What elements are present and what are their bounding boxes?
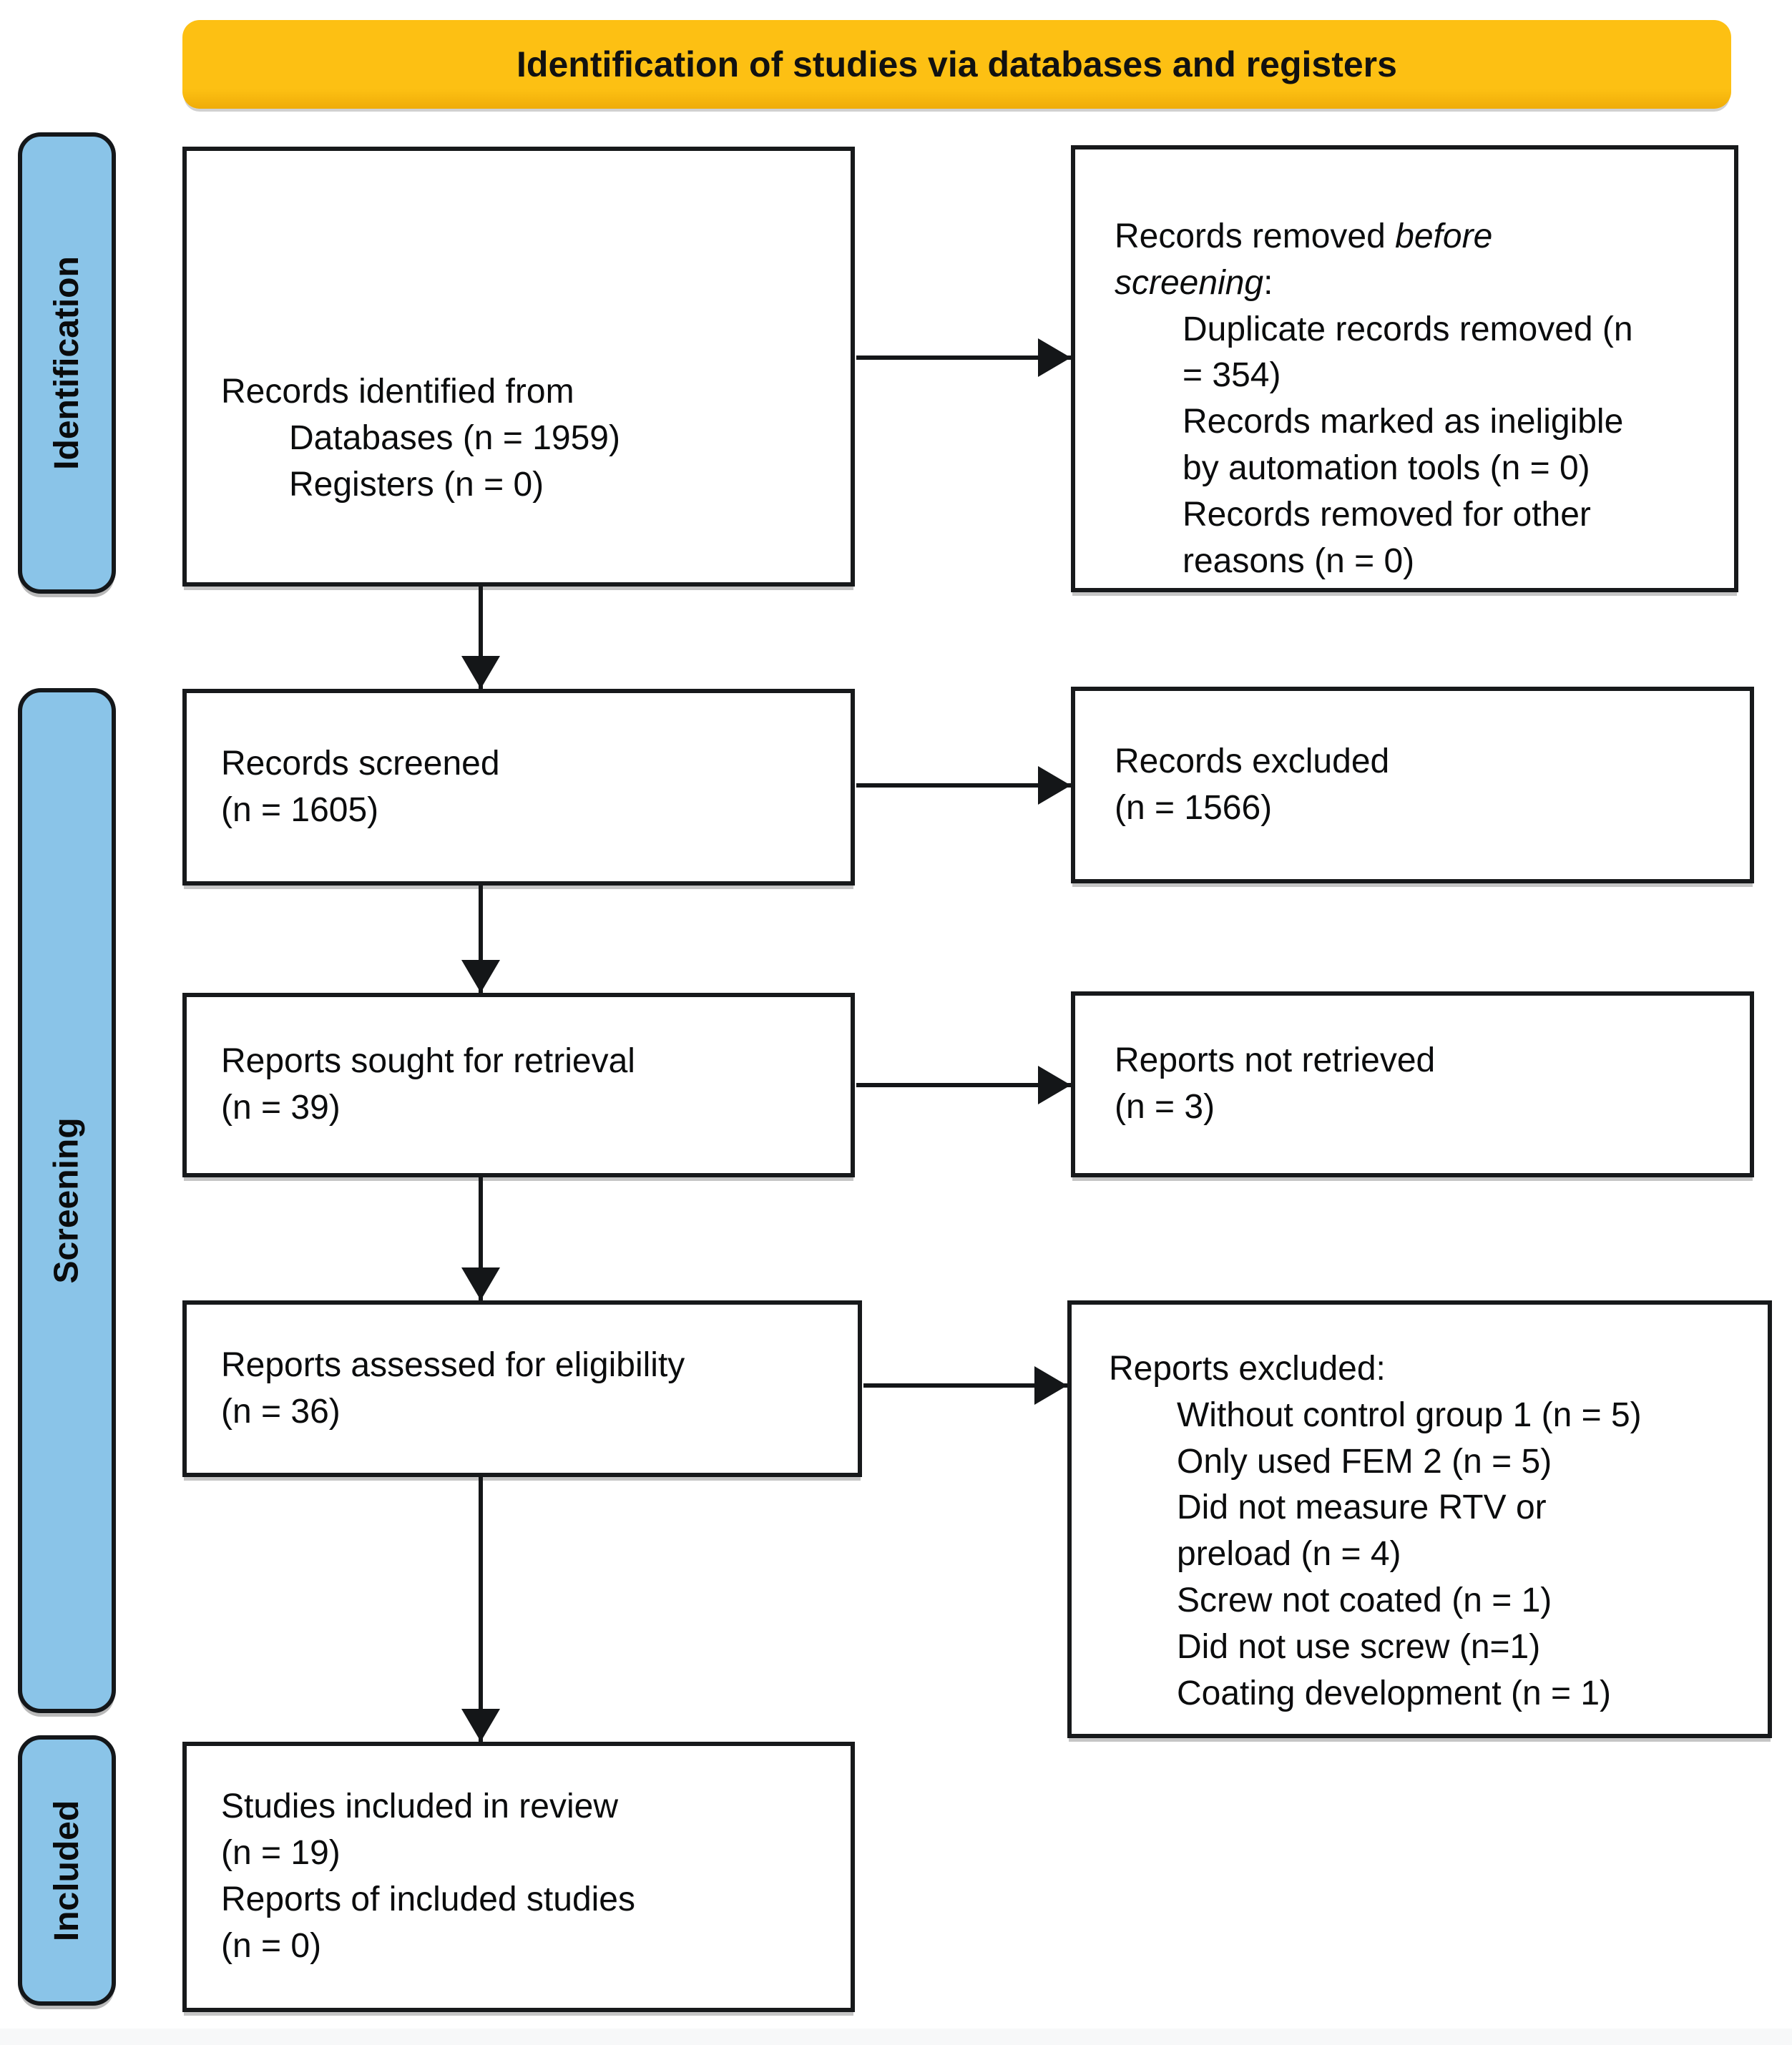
arrow-assessed-to-included xyxy=(461,1477,500,1742)
reports-not-retrieved-count: (n = 3) xyxy=(1115,1088,1215,1126)
records-removed-item: Duplicate records removed (n = 354) xyxy=(1183,310,1633,395)
box-records-identified: Records identified from Databases (n = 1… xyxy=(182,147,855,587)
reports-included-count: (n = 0) xyxy=(221,1926,322,1965)
stage-included-label: Included xyxy=(48,1800,86,1941)
banner-title: Identification of studies via databases … xyxy=(516,44,1397,84)
box-studies-included: Studies included in review (n = 19) Repo… xyxy=(182,1742,855,2012)
reports-sought-count: (n = 39) xyxy=(221,1089,341,1127)
arrow-screened-to-sought xyxy=(461,886,500,993)
records-identified-heading: Records identified from xyxy=(221,373,574,411)
banner: Identification of studies via databases … xyxy=(182,20,1731,109)
reports-excluded-item: Screw not coated (n = 1) xyxy=(1177,1581,1552,1619)
arrow-screened-to-excluded xyxy=(856,783,1071,788)
records-removed-heading-suffix: : xyxy=(1263,263,1273,302)
stage-included: Included xyxy=(18,1735,116,2006)
box-reports-sought: Reports sought for retrieval (n = 39) xyxy=(182,993,855,1177)
records-removed-item: Records marked as ineligible by automati… xyxy=(1183,403,1624,487)
reports-excluded-item: Without control group 1 (n = 5) xyxy=(1177,1396,1642,1434)
reports-not-retrieved-line: Reports not retrieved xyxy=(1115,1041,1436,1080)
reports-assessed-line: Reports assessed for eligibility xyxy=(221,1345,685,1384)
arrow-identified-to-screened xyxy=(461,587,500,689)
stage-screening: Screening xyxy=(18,688,116,1713)
reports-excluded-heading: Reports excluded: xyxy=(1109,1350,1386,1388)
reports-assessed-count: (n = 36) xyxy=(221,1392,341,1431)
box-records-removed: Records removed before screening: Duplic… xyxy=(1071,145,1738,592)
stage-identification-label: Identification xyxy=(48,256,87,470)
records-screened-count: (n = 1605) xyxy=(221,790,379,829)
box-reports-not-retrieved: Reports not retrieved (n = 3) xyxy=(1071,991,1754,1177)
records-identified-item: Databases (n = 1959) xyxy=(289,418,620,457)
stage-screening-label: Screening xyxy=(48,1117,87,1284)
records-excluded-line: Records excluded xyxy=(1115,742,1390,780)
reports-sought-line: Reports sought for retrieval xyxy=(221,1042,635,1081)
records-removed-heading-italic: before screening xyxy=(1115,217,1493,302)
arrow-identified-to-removed xyxy=(856,355,1071,360)
stage-identification: Identification xyxy=(18,132,116,594)
records-removed-heading-prefix: Records removed xyxy=(1115,217,1396,255)
arrow-sought-to-not-retrieved xyxy=(856,1083,1071,1087)
reports-excluded-item: Coating development (n = 1) xyxy=(1177,1674,1612,1712)
arrow-assessed-to-reports-excluded xyxy=(863,1383,1067,1388)
reports-excluded-item: Did not measure RTV or preload (n = 4) xyxy=(1177,1489,1547,1574)
records-removed-heading: Records removed before screening: xyxy=(1115,214,1529,307)
bottom-margin-strip xyxy=(0,2029,1792,2045)
studies-included-line: Studies included in review xyxy=(221,1787,618,1826)
box-records-excluded: Records excluded (n = 1566) xyxy=(1071,687,1754,883)
arrow-sought-to-assessed xyxy=(461,1177,500,1300)
records-identified-item: Registers (n = 0) xyxy=(289,465,544,504)
reports-included-line: Reports of included studies xyxy=(221,1880,635,1918)
box-records-screened: Records screened (n = 1605) xyxy=(182,689,855,886)
box-reports-assessed: Reports assessed for eligibility (n = 36… xyxy=(182,1300,862,1477)
reports-excluded-item: Did not use screw (n=1) xyxy=(1177,1627,1541,1666)
records-removed-item: Records removed for other reasons (n = 0… xyxy=(1183,495,1591,580)
box-reports-excluded: Reports excluded: Without control group … xyxy=(1067,1300,1772,1738)
records-screened-line: Records screened xyxy=(221,744,500,783)
studies-included-count: (n = 19) xyxy=(221,1834,341,1873)
records-excluded-count: (n = 1566) xyxy=(1115,788,1273,827)
reports-excluded-item: Only used FEM 2 (n = 5) xyxy=(1177,1442,1552,1481)
